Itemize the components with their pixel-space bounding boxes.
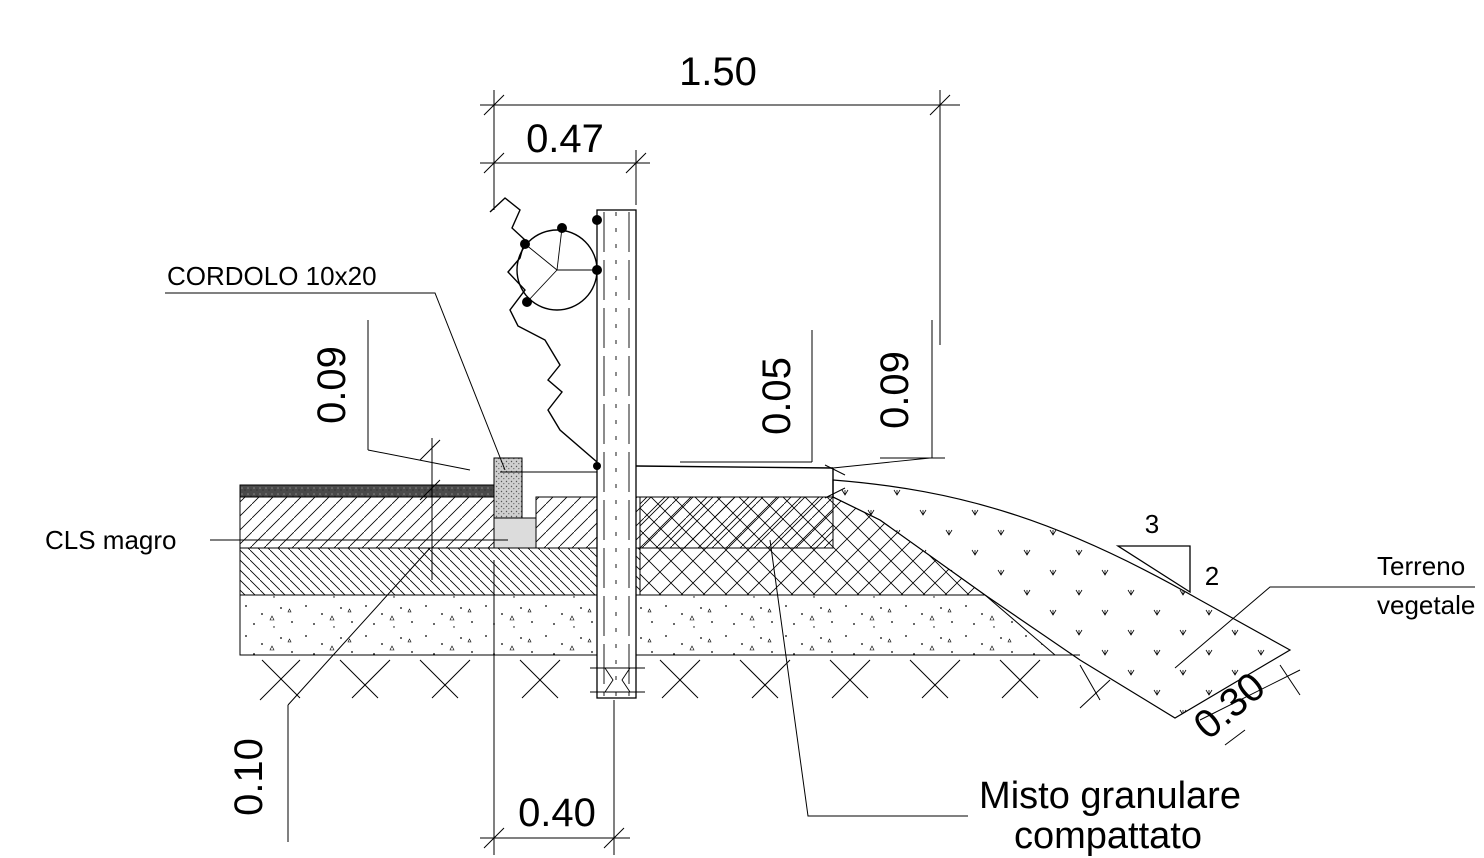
dim-shoulder-offset: 0.05 <box>755 357 799 435</box>
label-curb: CORDOLO 10x20 <box>167 261 377 291</box>
natural-ground <box>240 654 1111 709</box>
label-fill-line2: compattato <box>1014 815 1202 857</box>
base-layer <box>239 547 641 596</box>
asphalt-layer <box>239 484 495 498</box>
dim-total-width: 1.50 <box>679 50 757 94</box>
slope-triangle <box>1115 545 1191 594</box>
slope-vertical: 2 <box>1205 561 1219 591</box>
leader-lines <box>165 292 1475 817</box>
label-topsoil-line2: vegetale <box>1377 590 1475 620</box>
dim-post-spacing: 0.40 <box>518 791 596 835</box>
dim-foundation-depth: 0.10 <box>227 738 271 816</box>
guardrail-post <box>590 209 645 699</box>
lean-concrete-block <box>493 517 537 549</box>
curb-block <box>493 457 523 519</box>
label-fill-line1: Misto granulare <box>979 775 1241 817</box>
dim-edge-height: 0.09 <box>873 351 917 429</box>
gravel-layer <box>239 594 1057 656</box>
label-lean-concrete: CLS magro <box>45 525 177 555</box>
dimension-lines <box>287 90 1301 855</box>
slope-horizontal: 3 <box>1145 509 1159 539</box>
label-topsoil-line1: Terreno <box>1377 551 1465 581</box>
topsoil-slope <box>832 479 1292 719</box>
dim-curb-height: 0.09 <box>310 346 354 424</box>
dim-guardrail-width: 0.47 <box>526 117 604 161</box>
ground-layers <box>239 479 1292 719</box>
guardrail-beam <box>489 197 602 473</box>
shoulder-surface <box>635 465 834 469</box>
